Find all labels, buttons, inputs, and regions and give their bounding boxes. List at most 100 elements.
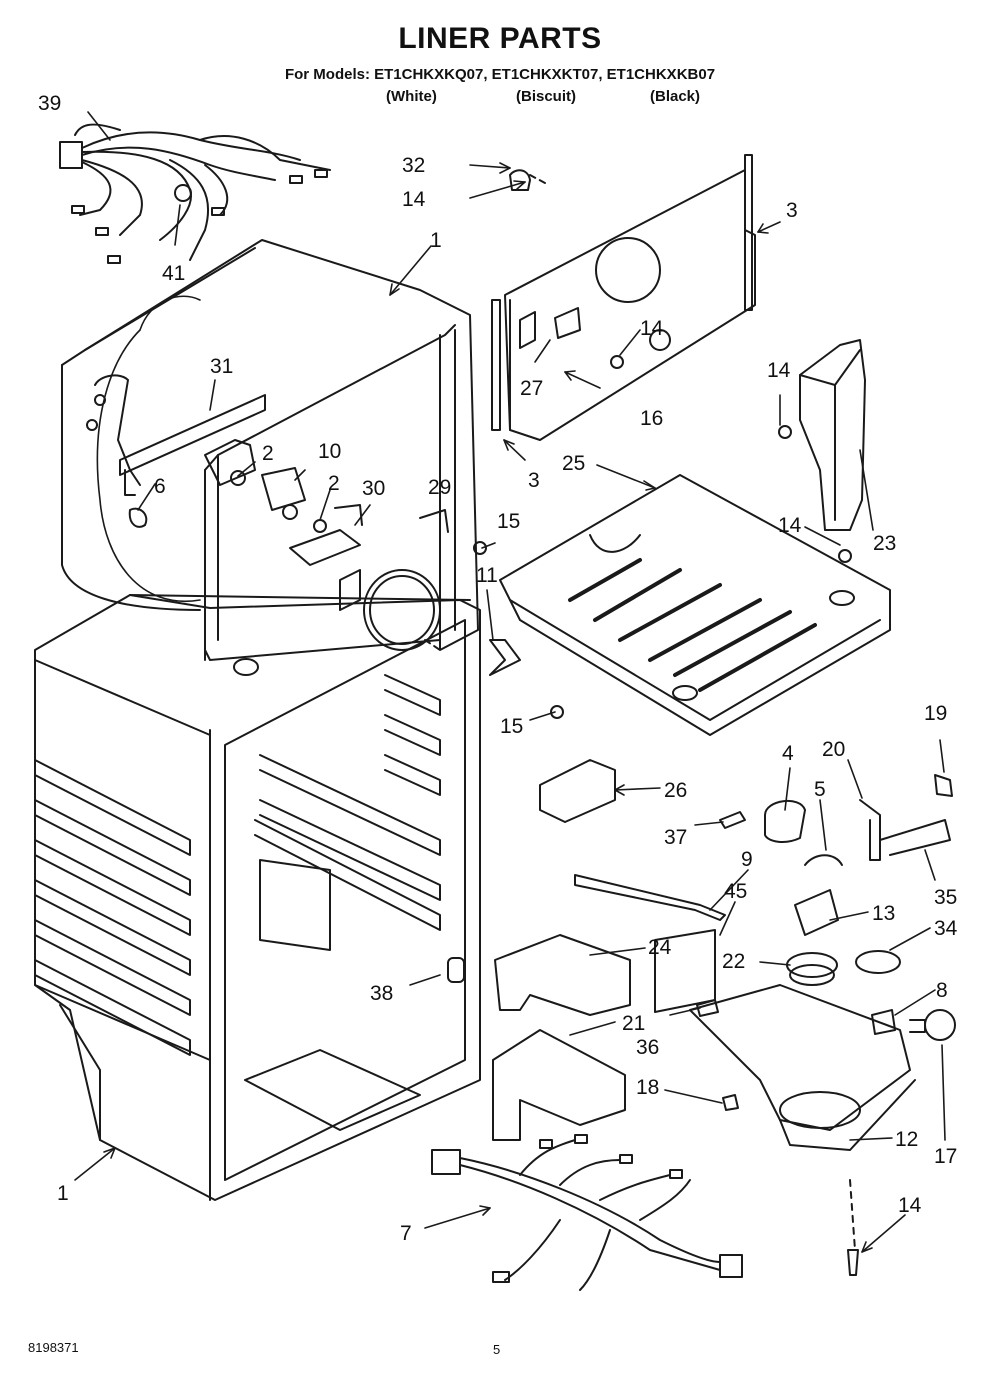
callout-15-upper: 15 bbox=[497, 510, 520, 533]
harness-connector-7 bbox=[431, 1149, 461, 1175]
part-20 bbox=[859, 799, 881, 861]
callout-31: 31 bbox=[210, 355, 233, 378]
part-24 bbox=[494, 934, 631, 1016]
freezer-liner bbox=[61, 239, 479, 661]
callout-7: 7 bbox=[400, 1222, 412, 1245]
screw-14-bottom bbox=[847, 1249, 859, 1276]
air-duct bbox=[778, 339, 866, 531]
callout-29: 29 bbox=[428, 476, 451, 499]
color-label-white: (White) bbox=[386, 88, 437, 105]
thermostat-control bbox=[261, 467, 306, 511]
fresh-food-liner bbox=[34, 594, 481, 1201]
page-number: 5 bbox=[493, 1342, 501, 1357]
harness-connector-block bbox=[59, 141, 83, 169]
part-5 bbox=[804, 854, 843, 866]
callout-19: 19 bbox=[924, 702, 947, 725]
callout-1-fresh: 1 bbox=[57, 1182, 69, 1205]
models-line: For Models: ET1CHKXKQ07, ET1CHKXKT07, ET… bbox=[284, 66, 716, 83]
callout-21: 21 bbox=[622, 1012, 645, 1035]
part-37 bbox=[719, 811, 746, 829]
crisper-recess bbox=[244, 1049, 421, 1131]
evaporator-cover bbox=[491, 154, 756, 441]
part-21 bbox=[492, 1029, 626, 1141]
callout-14-bottom: 14 bbox=[898, 1194, 922, 1217]
callout-34: 34 bbox=[934, 917, 958, 940]
light-housing-12 bbox=[689, 984, 911, 1131]
callout-14-cover: 14 bbox=[640, 317, 664, 340]
gasket-3-right bbox=[744, 154, 753, 311]
small-parts bbox=[492, 759, 956, 1276]
part-13 bbox=[794, 889, 839, 936]
page-title: LINER PARTS bbox=[398, 22, 602, 55]
part-27 bbox=[554, 307, 581, 339]
callout-27: 27 bbox=[520, 377, 543, 400]
color-label-biscuit: (Biscuit) bbox=[516, 88, 576, 105]
bracket-30 bbox=[289, 529, 361, 566]
callout-3-right: 3 bbox=[786, 199, 798, 222]
part-36 bbox=[696, 999, 719, 1017]
callout-35: 35 bbox=[934, 886, 957, 909]
callout-3-left: 3 bbox=[528, 469, 540, 492]
document-number: 8198371 bbox=[28, 1340, 79, 1355]
part-38 bbox=[447, 957, 465, 983]
part-4 bbox=[764, 799, 806, 843]
callout-37: 37 bbox=[664, 826, 687, 849]
callout-14-floor: 14 bbox=[778, 514, 802, 537]
leader-lines bbox=[74, 111, 946, 1253]
callout-41: 41 bbox=[162, 262, 185, 285]
callout-12: 12 bbox=[895, 1128, 918, 1151]
interior-shelf-supports bbox=[254, 674, 441, 931]
callout-22: 22 bbox=[722, 950, 745, 973]
callout-32: 32 bbox=[402, 154, 425, 177]
part-26 bbox=[539, 759, 616, 823]
part-9 bbox=[574, 874, 726, 921]
freezer-floor bbox=[499, 474, 891, 736]
callout-8: 8 bbox=[936, 979, 948, 1002]
screw-2 bbox=[230, 470, 246, 486]
callout-18: 18 bbox=[636, 1076, 659, 1099]
callout-30: 30 bbox=[362, 477, 385, 500]
bracket-31 bbox=[119, 394, 266, 476]
screw-2b bbox=[313, 519, 327, 533]
callout-23: 23 bbox=[873, 532, 896, 555]
callout-9: 9 bbox=[741, 848, 753, 871]
callout-6: 6 bbox=[154, 475, 166, 498]
callout-13: 13 bbox=[872, 902, 895, 925]
callout-36: 36 bbox=[636, 1036, 659, 1059]
callout-16: 16 bbox=[640, 407, 663, 430]
harness-plug-7 bbox=[719, 1254, 743, 1278]
callout-1-freezer: 1 bbox=[430, 229, 442, 252]
part-34 bbox=[855, 950, 901, 974]
callout-20: 20 bbox=[822, 738, 845, 761]
callout-2-lower: 2 bbox=[328, 472, 340, 495]
part-18 bbox=[722, 1094, 739, 1111]
callout-4: 4 bbox=[782, 742, 794, 765]
callout-39: 39 bbox=[38, 92, 61, 115]
callout-15-lower: 15 bbox=[500, 715, 523, 738]
bulb-17 bbox=[924, 1009, 956, 1041]
callout-14-duct: 14 bbox=[767, 359, 791, 382]
callout-2-upper: 2 bbox=[262, 442, 274, 465]
part-32 bbox=[509, 169, 531, 191]
callout-11: 11 bbox=[476, 564, 498, 587]
callout-26: 26 bbox=[664, 779, 687, 802]
callout-5: 5 bbox=[814, 778, 826, 801]
gasket-3-left bbox=[491, 299, 501, 431]
upper-wiring-harness bbox=[59, 123, 331, 264]
harness-grommet bbox=[174, 184, 192, 202]
part-8 bbox=[871, 1009, 896, 1035]
callout-14-top: 14 bbox=[402, 188, 426, 211]
door-shelf-ribs bbox=[34, 759, 191, 1056]
part-19 bbox=[934, 774, 953, 797]
callout-24: 24 bbox=[648, 936, 672, 959]
color-labels: (White) (Biscuit) (Black) bbox=[0, 88, 1000, 110]
callout-25: 25 bbox=[562, 452, 585, 475]
color-label-black: (Black) bbox=[650, 88, 701, 105]
fan-assembly bbox=[339, 541, 564, 719]
callout-38: 38 bbox=[370, 982, 393, 1005]
lower-wiring-harness bbox=[431, 1134, 743, 1291]
callout-10: 10 bbox=[318, 440, 341, 463]
callout-45: 45 bbox=[724, 880, 747, 903]
callout-numbers: 39 41 1 32 14 3 31 2 10 6 2 30 29 15 27 … bbox=[38, 92, 958, 1245]
